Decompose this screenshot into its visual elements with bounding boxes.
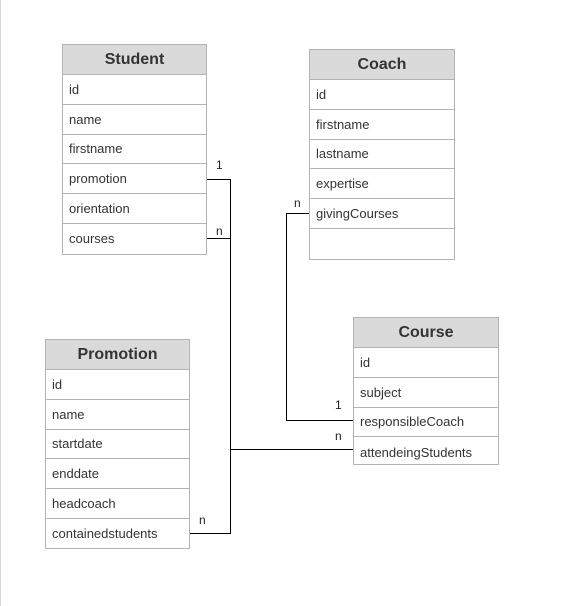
cardinality-student-courses: n — [216, 224, 223, 238]
field-coach-firstname[interactable]: firstname — [310, 110, 454, 140]
field-student-orientation[interactable]: orientation — [63, 194, 206, 224]
entity-promotion[interactable]: Promotion id name startdate enddate head… — [45, 339, 190, 549]
cardinality-student-promotion: 1 — [216, 158, 223, 172]
field-student-id[interactable]: id — [63, 75, 206, 105]
field-coach-id[interactable]: id — [310, 80, 454, 110]
connector-student-promotion — [190, 179, 231, 534]
field-student-courses[interactable]: courses — [69, 231, 115, 247]
entity-course[interactable]: Course id subject responsibleCoach atten… — [353, 317, 499, 465]
field-coach-givingcourses[interactable]: givingCourses — [310, 199, 454, 229]
field-promotion-containedstudents[interactable]: containedstudents — [52, 526, 158, 542]
field-student-name[interactable]: name — [63, 105, 206, 135]
field-student-promotion[interactable]: promotion — [63, 164, 206, 195]
cardinality-course-responsiblecoach: 1 — [335, 398, 342, 412]
field-course-id[interactable]: id — [354, 348, 498, 378]
cardinality-promotion-containedstudents: n — [199, 513, 206, 527]
entity-promotion-title: Promotion — [46, 340, 189, 370]
cardinality-coach-givingcourses: n — [294, 196, 301, 210]
cardinality-course-attendeingstudents: n — [335, 429, 342, 443]
field-student-firstname[interactable]: firstname — [63, 135, 206, 165]
entity-student-title: Student — [63, 45, 206, 75]
field-promotion-headcoach[interactable]: headcoach — [46, 489, 189, 519]
field-course-responsiblecoach[interactable]: responsibleCoach — [354, 408, 498, 438]
field-promotion-enddate[interactable]: enddate — [46, 459, 189, 490]
connector-student-course — [207, 238, 353, 450]
entity-coach[interactable]: Coach id firstname lastname expertise gi… — [309, 49, 455, 260]
field-coach-expertise[interactable]: expertise — [310, 169, 454, 200]
entity-coach-title: Coach — [310, 50, 454, 80]
field-promotion-startdate[interactable]: startdate — [46, 430, 189, 460]
connector-coach-course — [286, 213, 353, 421]
field-coach-lastname[interactable]: lastname — [310, 140, 454, 170]
field-promotion-name[interactable]: name — [46, 400, 189, 430]
field-course-attendeingstudents[interactable]: attendeingStudents — [360, 444, 473, 460]
field-course-subject[interactable]: subject — [354, 378, 498, 408]
entity-course-title: Course — [354, 318, 498, 348]
entity-student[interactable]: Student id name firstname promotion orie… — [62, 44, 207, 255]
field-promotion-id[interactable]: id — [46, 370, 189, 400]
canvas-left-border — [0, 0, 1, 606]
